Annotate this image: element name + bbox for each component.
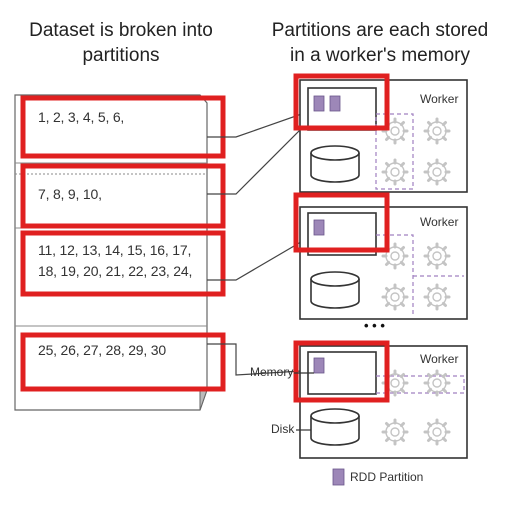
worker-box-2 bbox=[299, 206, 468, 320]
partition-2-values: 7, 8, 9, 10, bbox=[38, 186, 102, 202]
task-dashed-box bbox=[376, 234, 414, 316]
connector-line-4 bbox=[207, 343, 319, 376]
disk-cylinder bbox=[310, 271, 360, 309]
partition-highlight-3 bbox=[20, 230, 226, 297]
partition-1-values: 1, 2, 3, 4, 5, 6, bbox=[38, 109, 125, 125]
partition-highlight-2 bbox=[20, 163, 226, 229]
disk-cylinder bbox=[310, 408, 360, 446]
rdd-block bbox=[313, 357, 325, 374]
partition-3-values-line1: 11, 12, 13, 14, 15, 16, 17, bbox=[38, 242, 192, 258]
connector-line-2 bbox=[207, 109, 321, 195]
more-workers-ellipsis: • • • bbox=[364, 318, 385, 333]
partition-4-values: 25, 26, 27, 28, 29, 30 bbox=[38, 342, 166, 358]
memory-highlight-3 bbox=[293, 340, 390, 403]
connector-line-1 bbox=[207, 109, 314, 138]
memory-label: Memory bbox=[250, 365, 294, 379]
partition-highlight-4 bbox=[20, 332, 226, 392]
partition-3-values-line2: 18, 19, 20, 21, 22, 23, 24, bbox=[38, 263, 193, 279]
dataset-title: Dataset is broken into partitions bbox=[29, 20, 213, 66]
legend-swatch bbox=[332, 468, 345, 486]
disk-label: Disk bbox=[271, 422, 295, 436]
disk-cylinder bbox=[310, 145, 360, 183]
legend-label: RDD Partition bbox=[350, 470, 424, 484]
worker-label-2: Worker bbox=[420, 215, 459, 229]
rdd-block bbox=[313, 95, 325, 112]
rdd-block bbox=[329, 95, 341, 112]
worker-label-1: Worker bbox=[420, 92, 459, 106]
memory-highlight-2 bbox=[293, 192, 390, 253]
task-dashed-box bbox=[376, 375, 465, 394]
memory-highlight-1 bbox=[293, 73, 390, 131]
worker-box-1 bbox=[299, 79, 468, 193]
rdd-block bbox=[313, 219, 325, 236]
worker-label-3: Worker bbox=[420, 352, 459, 366]
partition-highlight-1 bbox=[20, 95, 226, 159]
partitions-title: Partitions are each stored in a worker's… bbox=[271, 20, 489, 66]
connector-line-3 bbox=[207, 231, 319, 281]
